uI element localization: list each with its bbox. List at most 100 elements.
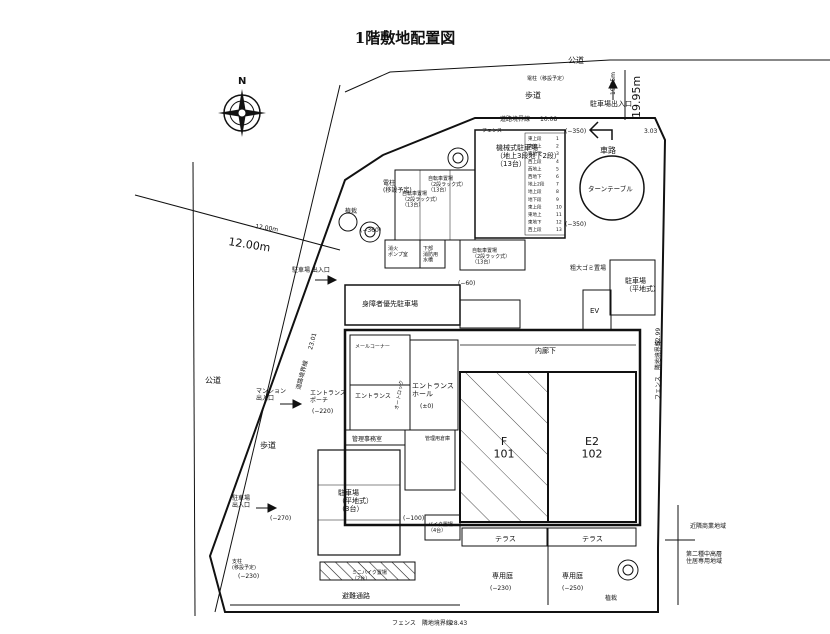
bicycle-area-4 (459, 299, 521, 329)
storage-label: 管理用倉庫 (425, 435, 450, 442)
level-m350: (−350) (565, 128, 586, 135)
width-12m-small: 12.00m (255, 223, 279, 234)
mech-row-number: 3 (556, 151, 559, 157)
mech-row-number: 11 (556, 212, 562, 218)
dim-3-03: 3.03 (644, 128, 658, 135)
mech-row-label: 西上段 (528, 158, 542, 165)
unit-f-101 (459, 371, 549, 523)
road-edge-left (214, 84, 341, 613)
tree-icons (338, 147, 639, 581)
dim-28-43: 28.43 (450, 620, 467, 627)
mansion-entrance: マンション出入口 (256, 388, 286, 402)
entrance-hall-level: (±0) (420, 403, 434, 410)
north-label: N (238, 76, 246, 87)
parking-entrance-top: 駐車場出入口 (590, 99, 632, 108)
page-title: 1階敷地配置図 (355, 29, 455, 47)
bike-parking-label: バイク置場（4台） (428, 521, 453, 534)
level-m60: (−60) (458, 280, 475, 287)
storage-room (404, 429, 456, 491)
mech-row-number: 10 (556, 204, 562, 210)
level-m270: (−270) (270, 515, 291, 522)
mech-row-number: 6 (556, 174, 559, 180)
flat-parking-right-label: 駐車場（平地式） (625, 276, 660, 293)
terrace-1-label: テラス (495, 535, 516, 543)
sidewalk-top: 歩道 (525, 90, 541, 100)
water-tank-label: 下部消防用水槽 (423, 245, 438, 264)
mech-row-number: 2 (556, 144, 559, 150)
pole-label: 電柱(移設予定) (383, 179, 412, 194)
mech-row-number: 5 (556, 166, 559, 172)
mini-bike-area (319, 561, 416, 581)
road-edge-left-far (192, 161, 196, 617)
manager-office-label: 管理事務室 (352, 435, 382, 443)
road-boundary-top: 道路境界線 (500, 115, 530, 123)
pole-top: 電柱（移設予定） (527, 75, 567, 82)
fence-right: フェンス 隣地境界線 (654, 340, 662, 400)
unit-e2-102 (547, 371, 637, 523)
mech-row-number: 4 (556, 159, 559, 165)
fire-pump-label: 消火ポンプ室 (388, 245, 408, 258)
turntable (579, 155, 645, 221)
mech-row-label: 東上段 (528, 203, 542, 210)
accessible-parking (344, 284, 461, 326)
width-12m: 12.00m (228, 235, 272, 254)
mail-corner (349, 334, 411, 386)
level-m350b: (−350) (565, 221, 586, 228)
terrace-2-label: テラス (582, 535, 603, 543)
public-road-left: 公道 (205, 375, 221, 385)
terrace-2 (547, 527, 637, 547)
width-19-95: 19.95m (630, 76, 643, 118)
mech-row-label: 東地上 (528, 143, 542, 150)
dim-52-99: 52.99 (655, 328, 662, 345)
mech-row-label: 西上段 (528, 226, 542, 233)
garden-2-label: 専用庭 (562, 571, 583, 580)
mech-row-label: 東上段 (528, 135, 542, 142)
planting-2: 植栽 (605, 594, 617, 602)
parking-entrance-left-top: 駐車場 出入口 (292, 266, 330, 274)
zone-commercial: 近隣商業地域 (690, 522, 726, 530)
mini-bike-label: ミニバイク置場（2台） (352, 569, 387, 582)
terrace-1 (461, 527, 548, 547)
flat-parking (317, 449, 401, 556)
mech-row-label: 地下段 (528, 196, 542, 203)
water-tank (419, 239, 446, 269)
mech-row-number: 1 (556, 136, 559, 142)
mech-row-label: 東地上 (528, 211, 542, 218)
mech-row-number: 13 (556, 227, 562, 233)
mech-row-label: 東地下 (528, 219, 542, 226)
flat-parking-right (609, 259, 656, 316)
corridor-label: 内廊下 (535, 346, 556, 355)
mech-row-label: 東地下 (528, 150, 542, 157)
entrance-arrows (256, 78, 618, 513)
parking-entrance-left-bottom: 駐車場出入口 (232, 494, 250, 509)
garbage-label: 粗大ゴミ置場 (570, 264, 606, 272)
zone-residential: 第二種中高層住居専用地域 (686, 550, 722, 565)
mech-row-label: 地上段 (528, 188, 542, 195)
bicycle-area-3 (459, 239, 526, 271)
flat-parking-label: 駐車場（平地式）（3台） (338, 488, 373, 513)
dim-10-08: 10.08 (540, 116, 557, 123)
u-turn-arrow-icon (588, 121, 613, 140)
fence-top: フェンス (482, 128, 502, 134)
mech-row-number: 7 (556, 182, 559, 188)
auto-lock-label: オートロック (394, 380, 405, 411)
entrance-label: エントランス (355, 393, 391, 400)
dim-23-01: 23.01 (307, 332, 318, 351)
accessible-parking-label: 身障者優先駐車場 (362, 299, 418, 308)
garden-1-label: 専用庭 (492, 571, 513, 580)
mech-parking-label: 機械式駐車場（地上3段地下2段）（13台） (496, 143, 561, 168)
public-road-top: 公道 (568, 55, 584, 65)
level-m220: (−220) (312, 408, 333, 415)
property-boundary (208, 117, 667, 613)
road-edge-top (344, 59, 830, 93)
support-label: 支柱(移設予定) (232, 558, 256, 571)
turntable-label: ターンテーブル (588, 184, 633, 193)
sidewalk-left: 歩道 (260, 440, 276, 450)
entrance-porch-label: エントランスポーチ (310, 390, 346, 404)
level-m360: (−360) (360, 227, 381, 234)
level-m100: (−100) (403, 515, 424, 522)
planting-1: 植栽 (345, 207, 357, 215)
mech-row-label: 西地下 (528, 173, 542, 180)
level-m250: (−250) (562, 585, 583, 592)
